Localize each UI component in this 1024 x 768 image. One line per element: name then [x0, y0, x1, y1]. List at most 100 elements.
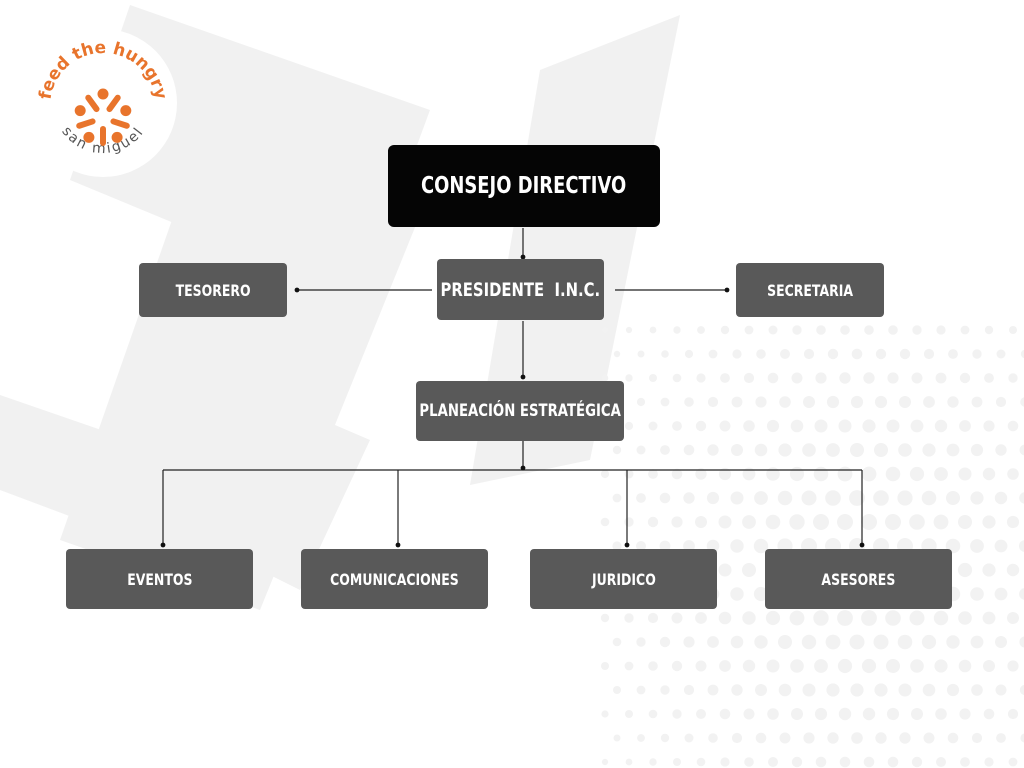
logo-person-body: [85, 94, 100, 113]
halftone-dot: [695, 420, 707, 432]
halftone-dot: [936, 757, 946, 767]
halftone-dot: [934, 659, 948, 673]
halftone-dot: [923, 348, 935, 360]
halftone-dot: [983, 708, 995, 720]
halftone-dot: [636, 541, 646, 551]
halftone-dot: [791, 708, 803, 720]
logo-person-body: [110, 118, 130, 129]
halftone-dot: [613, 686, 621, 694]
halftone-dot: [791, 756, 803, 768]
halftone-dot: [909, 466, 925, 482]
halftone-dot: [803, 348, 815, 360]
halftone-dot: [767, 708, 779, 720]
halftone-dot: [625, 710, 633, 718]
halftone-dot: [863, 372, 875, 384]
halftone-dot: [601, 758, 609, 766]
halftone-dot: [1019, 636, 1024, 648]
halftone-dot: [743, 420, 755, 432]
halftone-dot: [684, 397, 694, 407]
halftone-dot: [813, 514, 829, 530]
halftone-dot: [791, 372, 803, 384]
connector-dot: [520, 254, 526, 260]
halftone-dot: [827, 732, 839, 744]
halftone-dot: [707, 684, 719, 696]
halftone-dot: [923, 396, 935, 408]
feed-the-hungry-logo: feed the hungry san miguel: [29, 29, 177, 177]
halftone-dot: [708, 349, 718, 359]
halftone-dot: [613, 350, 621, 358]
halftone-dot: [1008, 757, 1018, 767]
halftone-dot: [754, 491, 768, 505]
halftone-dot: [637, 734, 645, 742]
halftone-dot: [742, 515, 756, 529]
halftone-dot: [862, 419, 876, 433]
node-eventos: EVENTOS: [66, 549, 253, 609]
halftone-dot: [612, 445, 622, 455]
halftone-dot: [695, 612, 707, 624]
connector-dot: [724, 287, 730, 293]
halftone-dot: [840, 325, 850, 335]
node-label: TESORERO: [175, 280, 251, 300]
halftone-dot: [767, 372, 779, 384]
halftone-dot: [874, 443, 888, 457]
halftone-dot: [742, 563, 756, 577]
halftone-dot: [625, 374, 633, 382]
halftone-dot: [624, 421, 634, 431]
halftone-dot: [1007, 420, 1019, 432]
halftone-dot: [719, 708, 731, 720]
halftone-dot: [636, 685, 646, 695]
halftone-dot: [683, 684, 695, 696]
halftone-dot: [613, 734, 621, 742]
connector-dot: [294, 287, 300, 293]
halftone-dot: [911, 708, 923, 720]
halftone-dot: [718, 611, 732, 625]
halftone-dot: [743, 372, 755, 384]
halftone-dot: [636, 493, 646, 503]
halftone-dot: [778, 635, 792, 649]
halftone-dot: [935, 708, 947, 720]
halftone-dot: [731, 444, 743, 456]
halftone-dot: [873, 634, 889, 650]
halftone-dot: [600, 469, 610, 479]
halftone-dot: [790, 419, 804, 433]
halftone-dot: [886, 659, 900, 673]
halftone-dot: [888, 325, 898, 335]
halftone-dot: [765, 610, 781, 626]
halftone-dot: [921, 634, 937, 650]
connector-dot: [520, 374, 526, 380]
halftone-dot: [673, 326, 681, 334]
halftone-dot: [996, 349, 1006, 359]
halftone-dot: [648, 421, 658, 431]
halftone-dot: [826, 683, 840, 697]
halftone-dot: [730, 587, 744, 601]
node-label: EVENTOS: [126, 569, 193, 589]
node-comunicaciones: COMUNICACIONES: [301, 549, 488, 609]
watermark-shape: [60, 140, 420, 610]
halftone-dot: [994, 587, 1008, 601]
halftone-dot: [649, 758, 657, 766]
halftone-dot: [756, 349, 766, 359]
halftone-dot: [601, 374, 609, 382]
halftone-dot: [994, 491, 1008, 505]
halftone-dot: [660, 733, 670, 743]
halftone-dot: [861, 610, 877, 626]
halftone-dot: [886, 707, 900, 721]
halftone-dot: [803, 732, 815, 744]
halftone-dot: [696, 757, 706, 767]
halftone-dot: [624, 661, 634, 671]
logo-person-body: [100, 126, 106, 146]
halftone-dot: [909, 514, 925, 530]
halftone-dot: [707, 396, 719, 408]
halftone-dot: [850, 683, 864, 697]
node-label: COMUNICACIONES: [330, 569, 459, 589]
halftone-dot: [958, 659, 972, 673]
halftone-dot: [898, 683, 912, 697]
halftone-dot: [778, 443, 792, 457]
halftone-dot: [897, 490, 913, 506]
halftone-dot: [683, 492, 695, 504]
halftone-dot: [813, 610, 829, 626]
halftone-dot: [864, 325, 874, 335]
halftone-dot: [946, 635, 960, 649]
halftone-dot: [732, 349, 742, 359]
halftone-dot: [707, 636, 719, 648]
